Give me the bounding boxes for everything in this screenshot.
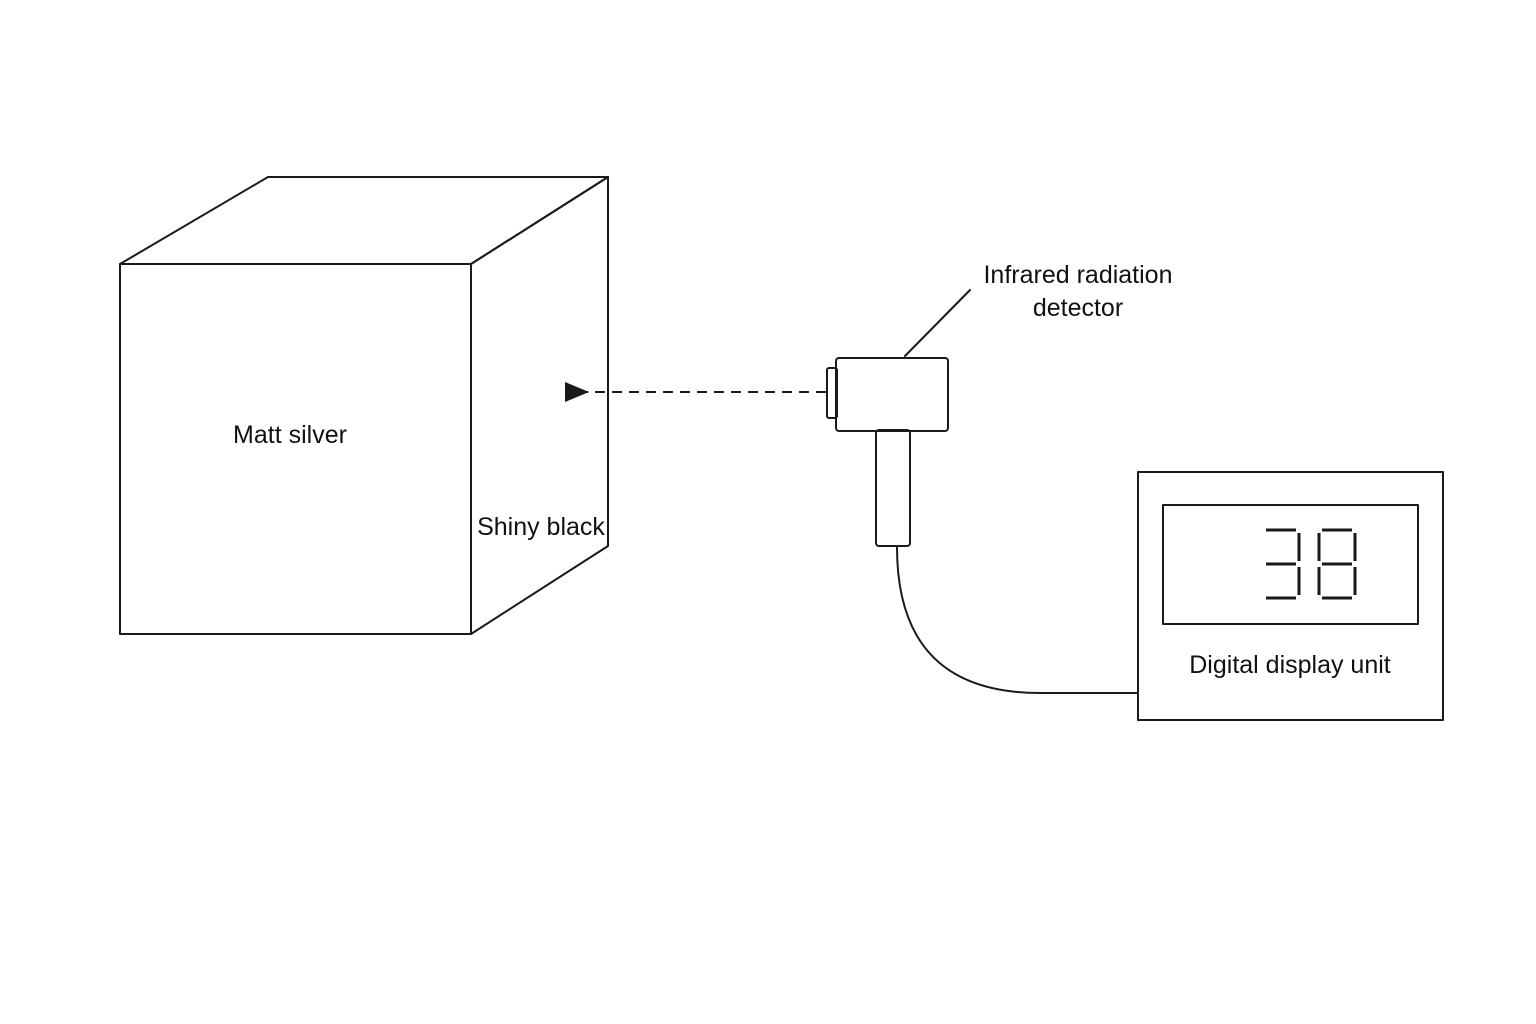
- detector-cable: [896, 546, 1139, 694]
- display-unit-case: [1137, 471, 1444, 721]
- detector-handle: [875, 429, 911, 547]
- cube-side-face: [470, 176, 609, 635]
- cube-top-face: [119, 176, 609, 265]
- infrared-detector: Infrared radiation detector: [826, 261, 1173, 547]
- detector-label-leader: [904, 289, 971, 357]
- digital-display-unit: Digital display unit: [1137, 471, 1444, 721]
- display-unit-label: Digital display unit: [1189, 651, 1391, 679]
- side-face-label: Shiny black: [477, 513, 605, 541]
- display-reading: [1266, 528, 1357, 600]
- front-face-label: Matt silver: [233, 421, 347, 449]
- display-screen: [1162, 504, 1419, 625]
- detector-head: [835, 357, 949, 432]
- detector-label-line1: Infrared radiation: [983, 261, 1172, 289]
- cube-front-face: [119, 263, 472, 635]
- detector-label-line2: detector: [1033, 294, 1123, 322]
- cube: Matt silver Shiny black: [119, 176, 609, 635]
